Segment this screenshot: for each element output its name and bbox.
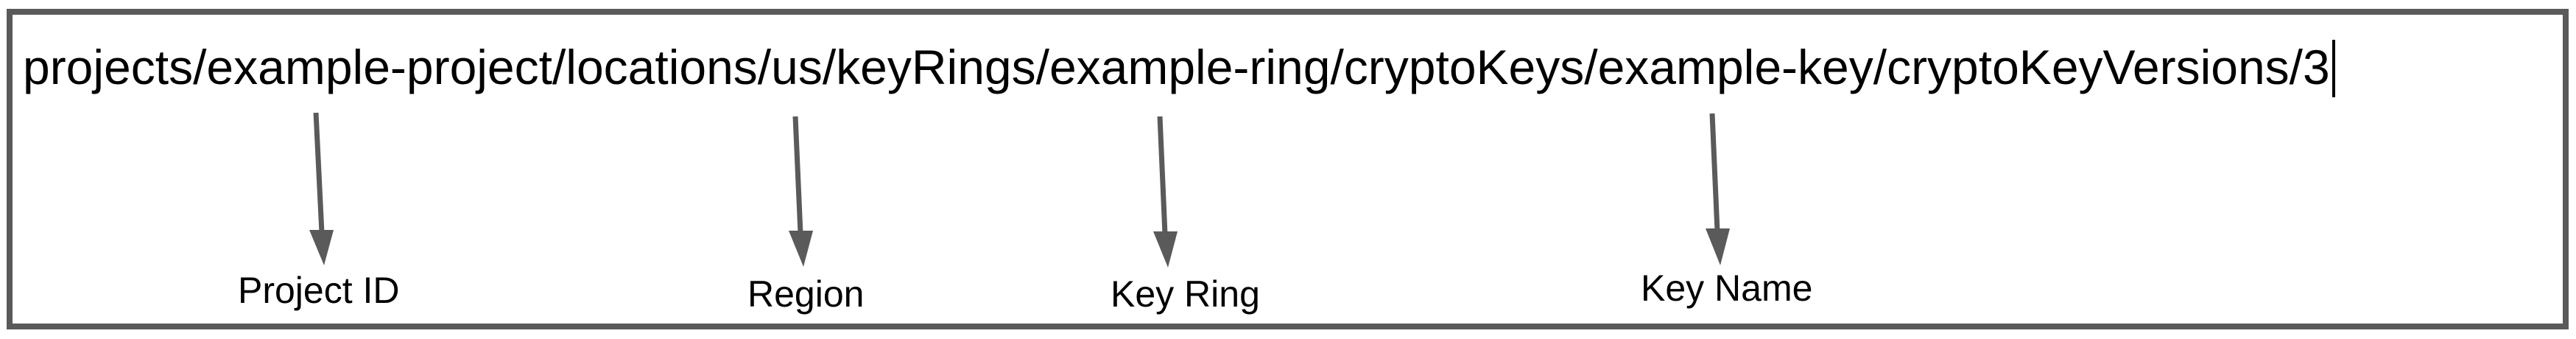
diagram-border — [7, 9, 2569, 329]
region-label: Region — [747, 273, 865, 315]
text-cursor — [2332, 40, 2335, 97]
key-ring-label: Key Ring — [1111, 273, 1260, 315]
key-name-label: Key Name — [1641, 268, 1813, 309]
resource-path-input[interactable]: projects/example-project/locations/us/ke… — [23, 35, 2335, 99]
resource-path-text: projects/example-project/locations/us/ke… — [23, 40, 2330, 94]
project-id-label: Project ID — [238, 270, 400, 311]
